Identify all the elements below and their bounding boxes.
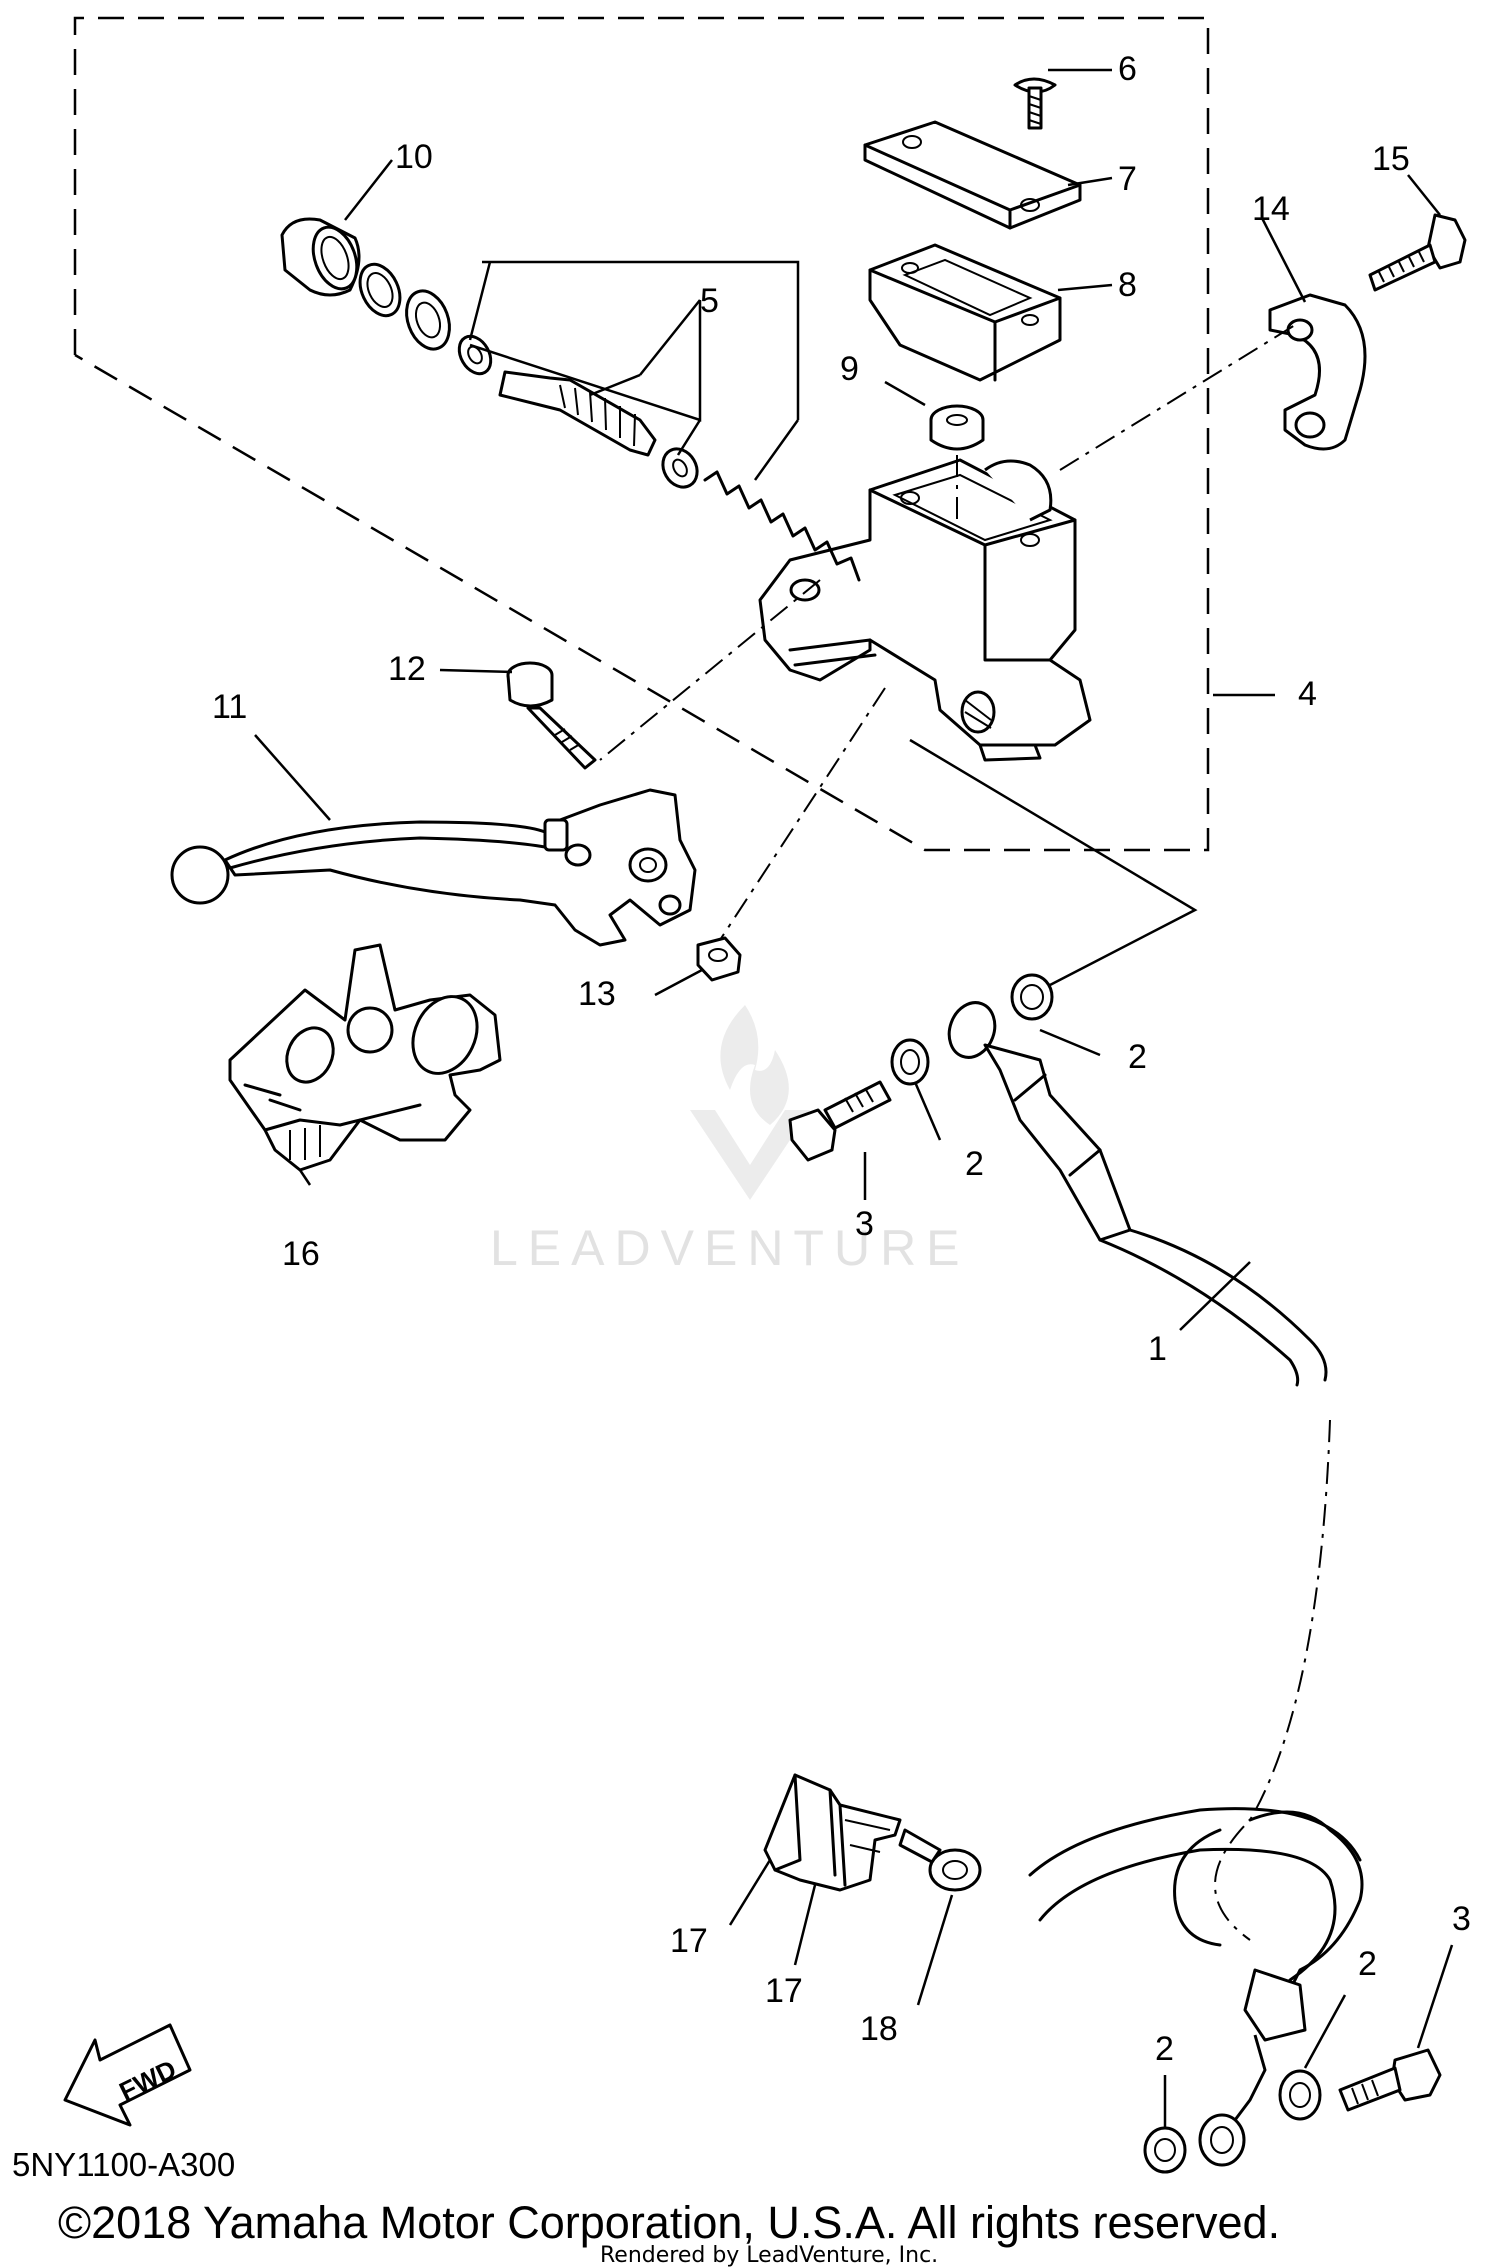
diaphragm-8: [868, 243, 1062, 382]
banjo-bolt-3-top: [788, 1080, 892, 1162]
reservoir-cap-7: [863, 120, 1082, 230]
callout-2-bottom-right: 2: [1358, 1945, 1377, 1983]
nut-13: [696, 936, 742, 982]
callout-7: 7: [1118, 160, 1137, 198]
fwd-arrow-icon: FWD: [63, 2023, 192, 2127]
rendered-by-note: Rendered by LeadVenture, Inc.: [600, 2243, 938, 2268]
diagram-reference: 5NY1100-A300: [12, 2146, 235, 2183]
bolt-15: [1368, 213, 1467, 292]
callout-2-bottom-left: 2: [1155, 2030, 1174, 2068]
hose-clip-17: [763, 1773, 902, 1892]
washer-2-bottom-right: [1278, 2069, 1322, 2121]
pivot-bolt-12: [506, 661, 597, 770]
washer-2-top: [1010, 973, 1054, 1021]
dust-boot-10: [280, 217, 361, 297]
copyright-notice: ©2018 Yamaha Motor Corporation, U.S.A. A…: [58, 2197, 1280, 2248]
callout-6: 6: [1118, 50, 1137, 88]
watermark-v-icon: [690, 1110, 810, 1200]
piston-kit-5: [457, 334, 861, 582]
brake-hose-1: [947, 1001, 1364, 2167]
watermark-flame-icon: [720, 1005, 789, 1125]
circlip: [358, 262, 402, 318]
callout-10: 10: [395, 138, 433, 176]
screw-6: [1013, 77, 1057, 130]
bolt-18: [898, 1828, 982, 1892]
bracket-16: [228, 943, 502, 1172]
callout-1: 1: [1148, 1330, 1167, 1368]
callout-13: 13: [578, 975, 616, 1013]
callout-17-right: 17: [765, 1972, 803, 2010]
callout-9: 9: [840, 350, 859, 388]
callout-5: 5: [700, 282, 719, 320]
callout-3-top: 3: [855, 1205, 874, 1243]
callout-14: 14: [1252, 190, 1290, 228]
clamp-14: [1268, 293, 1367, 451]
banjo-bolt-3-bottom: [1338, 2048, 1442, 2112]
callout-8: 8: [1118, 266, 1137, 304]
callout-15: 15: [1372, 140, 1410, 178]
washer-2-mid: [890, 1038, 930, 1086]
callout-11: 11: [212, 688, 247, 726]
callout-2-top: 2: [1128, 1038, 1147, 1076]
callout-2-mid: 2: [965, 1145, 984, 1183]
clutch-lever-11: [170, 788, 697, 947]
master-cylinder-body-4: [758, 458, 1092, 762]
callout-3-bottom: 3: [1452, 1900, 1471, 1938]
watermark: LEADVENTURE: [490, 1005, 970, 1276]
washer-ring: [405, 289, 451, 351]
leader-lines: [254, 68, 1454, 2128]
washer-2-bottom-left: [1143, 2126, 1187, 2174]
callout-17-left: 17: [670, 1922, 708, 1960]
callout-12: 12: [388, 650, 426, 688]
callouts: 6 7 8 9 4 5 10 14 15 12 11 13 16 2 2 3 1…: [212, 50, 1471, 2068]
master-cylinder-assembly-boundary: [73, 16, 1210, 852]
float-9: [929, 404, 985, 451]
watermark-text: LEADVENTURE: [490, 1220, 970, 1276]
callout-16: 16: [282, 1235, 320, 1273]
callout-4: 4: [1298, 675, 1317, 713]
callout-18: 18: [860, 2010, 898, 2048]
